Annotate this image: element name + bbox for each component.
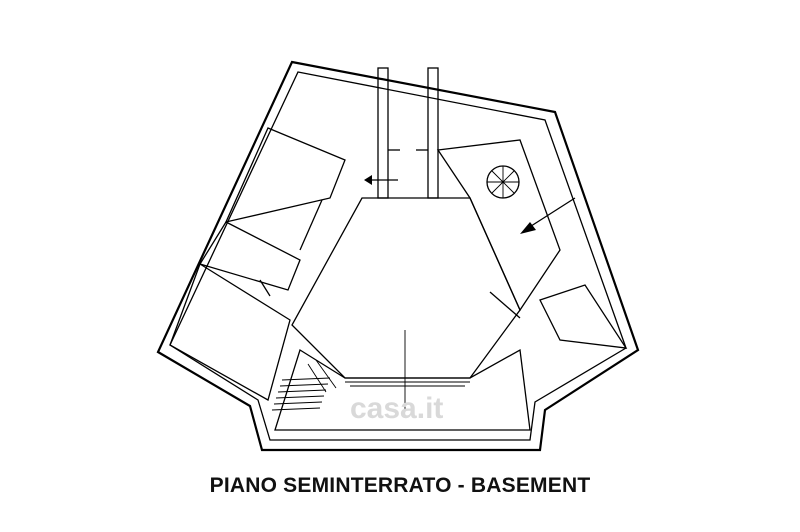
stair-flight [271,359,337,411]
floor-plan: casa.it [156,60,640,452]
watermark: casa.it [350,392,443,425]
right-rooms [436,139,628,349]
front-terrace [274,348,531,431]
plan-caption: PIANO SEMINTERRATO - BASEMENT [209,474,591,497]
spiral-staircase-icon [486,165,520,199]
outer-walls [156,60,640,452]
access-arrow-icon [520,197,576,234]
entrance-arrow-icon [364,175,398,185]
left-rooms [169,127,346,401]
corridor [377,67,439,199]
